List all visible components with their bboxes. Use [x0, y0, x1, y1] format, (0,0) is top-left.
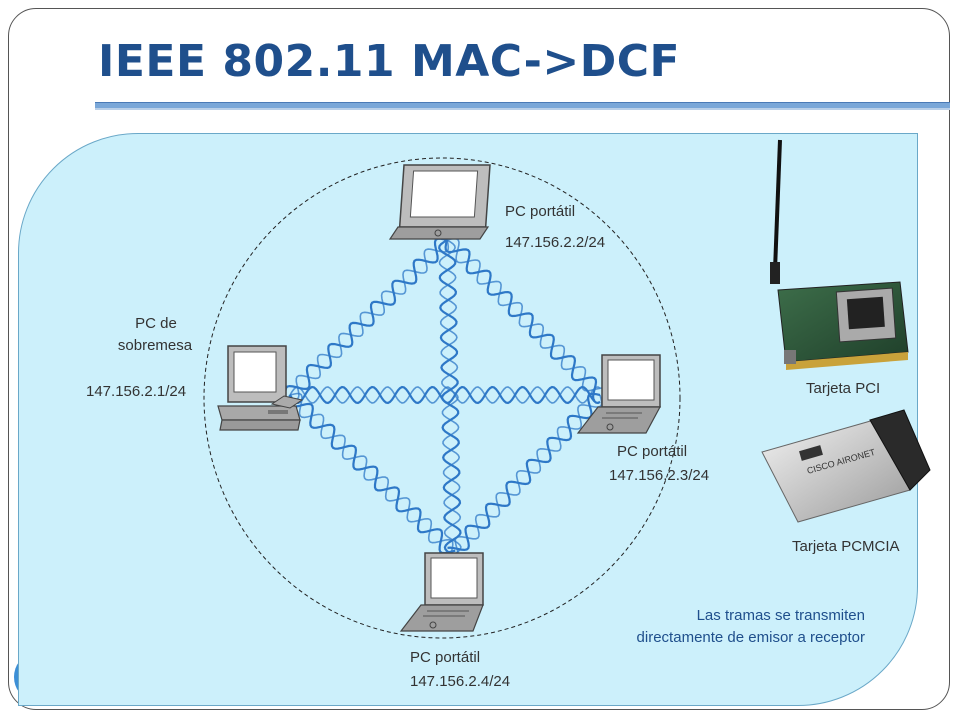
- link-left-bottom-strand0: [287, 394, 456, 555]
- desktop-name-line2: sobremesa: [117, 337, 193, 354]
- pci-card-label: Tarjeta PCI: [806, 380, 881, 397]
- link-top-bottom-strand0: [438, 239, 462, 554]
- desktop-ip: 147.156.2.1/24: [86, 383, 187, 400]
- link-left-bottom-strand1: [289, 392, 454, 556]
- caption-line2: directamente de emisor a receptor: [636, 629, 865, 646]
- link-top-left-strand1: [294, 239, 450, 401]
- laptop-right-name: PC portátil: [617, 443, 688, 460]
- link-top-left-strand0: [284, 237, 448, 391]
- title-rule-shadow: [95, 108, 950, 110]
- caption-line1: Las tramas se transmiten: [696, 607, 865, 624]
- desktop-pc-icon: [217, 345, 304, 431]
- laptop-bottom-ip: 147.156.2.4/24: [410, 673, 511, 690]
- link-top-right-strand1: [446, 237, 607, 392]
- laptop-right-icon: [576, 354, 662, 434]
- link-right-bottom-strand0: [447, 392, 601, 552]
- pcmcia-card-image: CISCO AIRONET: [761, 409, 931, 523]
- laptop-bottom-name: PC portátil: [410, 649, 481, 666]
- pci-card-image: [770, 139, 909, 370]
- link-left-right-strand0: [289, 385, 601, 405]
- link-left-right-strand1: [289, 386, 601, 404]
- link-top-bottom-strand1: [438, 239, 462, 554]
- laptop-bottom-icon: [399, 552, 484, 632]
- link-top-right-strand0: [444, 239, 598, 402]
- laptop-top-ip: 147.156.2.2/24: [505, 234, 606, 251]
- diagram-caption: Las tramas se transmiten directamente de…: [560, 605, 865, 649]
- wireless-links: [284, 237, 607, 559]
- laptop-right-ip: 147.156.2.3/24: [609, 467, 710, 484]
- link-right-bottom-strand1: [454, 394, 603, 559]
- coverage-circle: [203, 157, 681, 639]
- laptop-top-name: PC portátil: [505, 203, 576, 220]
- slide-title: IEEE 802.11 MAC->DCF: [98, 36, 681, 87]
- pcmcia-card-label: Tarjeta PCMCIA: [792, 538, 900, 555]
- desktop-name-line1: PC de: [135, 315, 177, 332]
- laptop-top-icon: [388, 164, 491, 240]
